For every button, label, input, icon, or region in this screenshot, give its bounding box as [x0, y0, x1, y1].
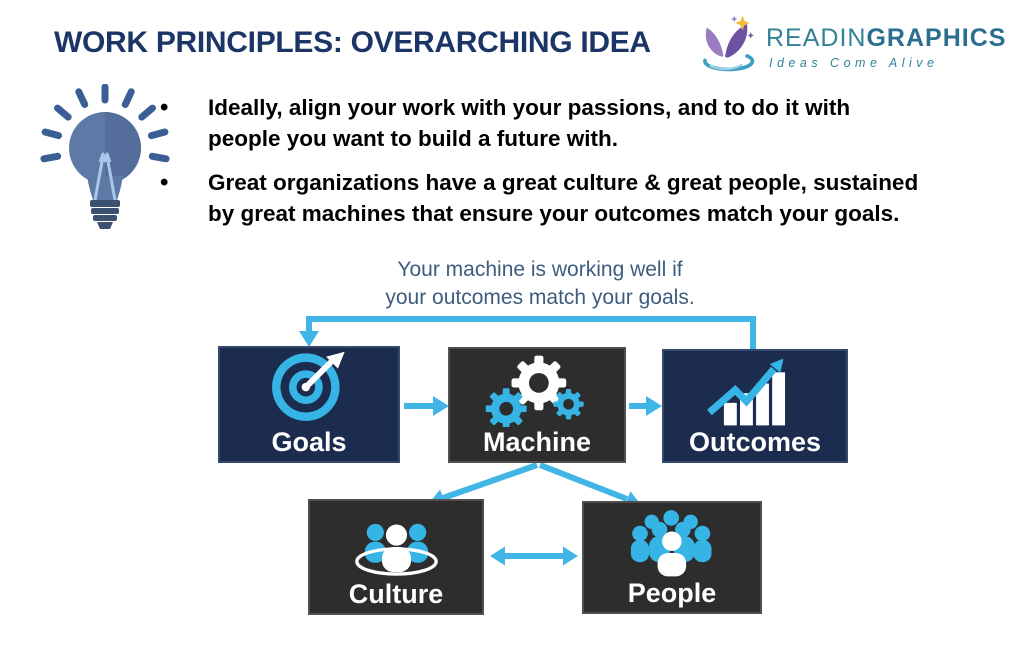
lightbulb-icon: [30, 83, 180, 239]
diagram-caption: Your machine is working well if your out…: [385, 258, 695, 310]
gears-icon: [472, 349, 601, 428]
node-label: Goals: [271, 427, 347, 457]
bullet-marker: •: [160, 94, 169, 121]
node-label: Outcomes: [688, 427, 822, 457]
node-label: Culture: [348, 579, 444, 609]
logo-book-icon: [694, 14, 758, 81]
bullet-text-line: Ideally, align your work with your passi…: [208, 95, 851, 120]
brand-logo: READINGRAPHICS Ideas Come Alive: [694, 14, 1006, 81]
page-title: WORK PRINCIPLES: OVERARCHING IDEA: [54, 26, 651, 59]
node-outcomes: Outcomes: [662, 349, 848, 463]
list-item: • Great organizations have a great cultu…: [160, 167, 1016, 229]
crowd-icon: [614, 501, 731, 579]
node-label: People: [627, 578, 717, 608]
culture-group-icon: [337, 501, 456, 580]
bullet-marker: •: [160, 169, 169, 196]
node-goals: Goals: [218, 346, 400, 463]
idea-bullet-list: • Ideally, align your work with your pas…: [160, 92, 1016, 242]
logo-text: READINGRAPHICS Ideas Come Alive: [766, 14, 1006, 70]
growth-chart-icon: [703, 351, 808, 428]
logo-tagline: Ideas Come Alive: [769, 56, 939, 70]
bullet-text-line: Great organizations have a great culture…: [208, 170, 919, 195]
node-machine: Machine: [448, 347, 626, 463]
node-label: Machine: [482, 427, 592, 457]
node-culture: Culture: [308, 499, 484, 615]
target-icon: [267, 348, 351, 428]
logo-brand-name: READINGRAPHICS: [766, 24, 1007, 52]
list-item: • Ideally, align your work with your pas…: [160, 92, 1016, 154]
bullet-text-line: by great machines that ensure your outco…: [208, 201, 900, 226]
bullet-text-line: people you want to build a future with.: [208, 126, 618, 151]
node-people: People: [582, 501, 762, 614]
